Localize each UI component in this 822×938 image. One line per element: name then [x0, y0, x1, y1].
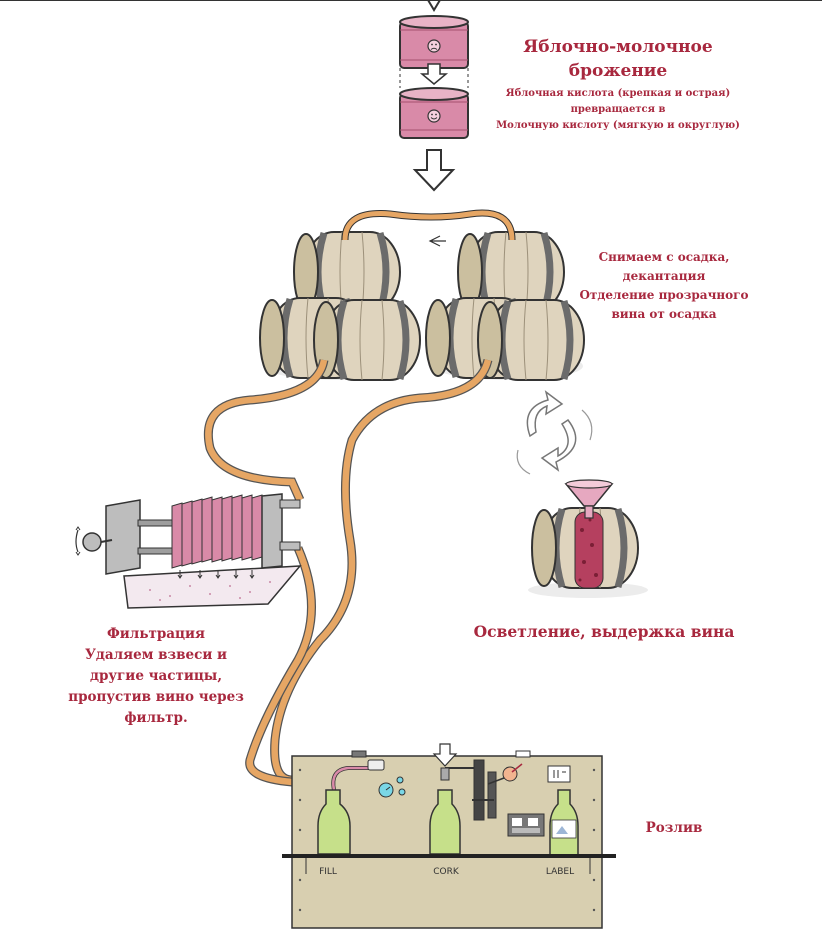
filtration-line3: пропустив вино через [68, 689, 244, 705]
transfer-hoses [203, 358, 493, 787]
filter-press [75, 493, 302, 609]
station-label-cork: CORK [433, 867, 460, 877]
down-arrow-icon [412, 149, 456, 192]
malolactic-desc-line2: превращается в [571, 104, 666, 115]
filtration-line4: фильтр. [124, 710, 187, 726]
racking-line4: вина от осадка [611, 307, 716, 321]
happy-face-icon [427, 109, 441, 123]
down-arrow-icon [427, 0, 441, 12]
malolactic-title-line1: Яблочно-молочное [523, 37, 713, 57]
racking-line3: Отделение прозрачного [579, 288, 748, 302]
filtration-line2: другие частицы, [90, 668, 222, 684]
filtration-title: Фильтрация [107, 626, 205, 642]
filtration-line1: Удаляем взвеси и [85, 647, 227, 663]
malolactic-tanks [399, 0, 469, 139]
station-label-label: LABEL [546, 867, 574, 877]
station-label-fill: FILL [319, 867, 337, 877]
aging-title: Осветление, выдержка вина [474, 622, 735, 641]
racking-barrels [260, 209, 584, 380]
down-arrow-icon [419, 63, 449, 85]
racking-line1: Снимаем с осадка, [599, 250, 730, 264]
sad-face-icon [427, 39, 441, 53]
malolactic-title-line2: брожение [569, 61, 668, 81]
aging-barrel [528, 479, 648, 598]
cycle-arrows-icon [516, 390, 593, 475]
bottling-title: Розлив [646, 820, 703, 836]
racking-line2: декантация [623, 269, 706, 283]
bottling-machine [282, 743, 616, 929]
malolactic-desc-line3: Молочную кислоту (мягкую и округлую) [496, 120, 740, 131]
malolactic-desc-line1: Яблочная кислота (крепкая и острая) [506, 88, 730, 99]
funnel-icon [564, 479, 614, 519]
